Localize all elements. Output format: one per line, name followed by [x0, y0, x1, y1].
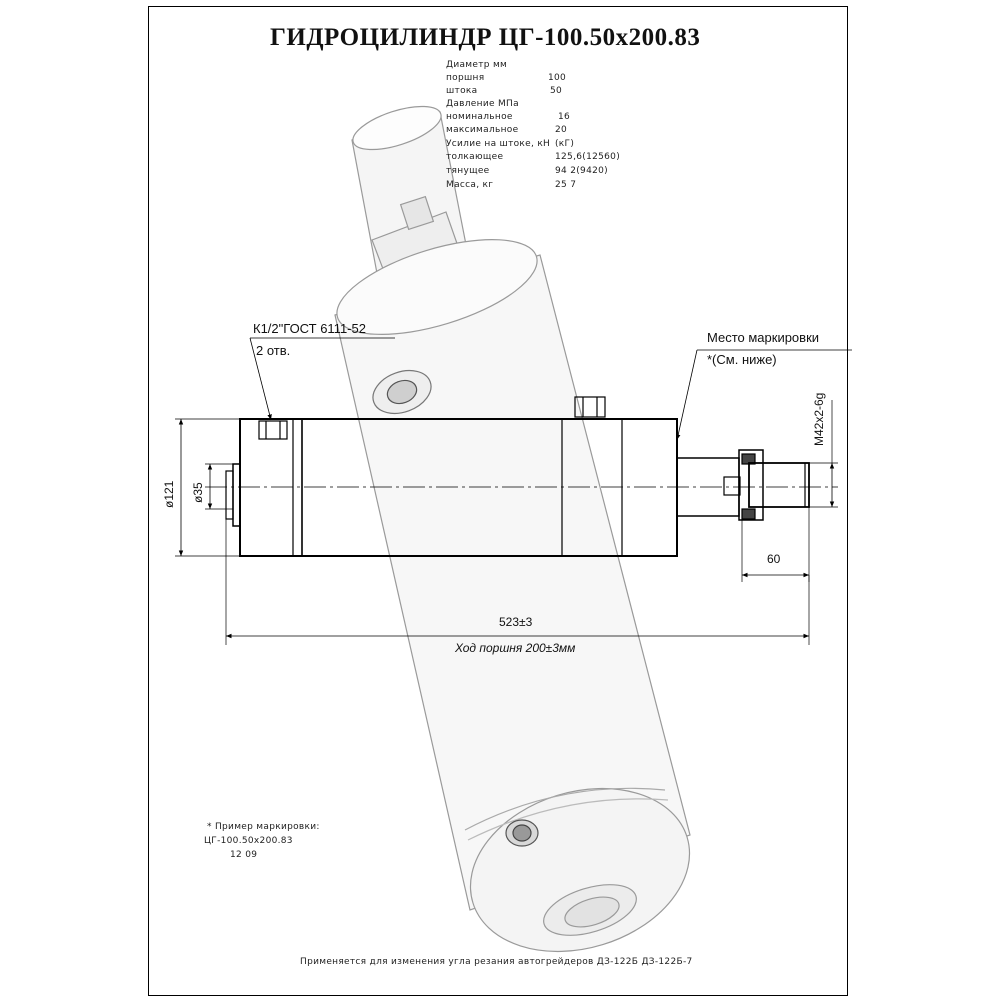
port-count-callout: 2 отв. [256, 343, 291, 358]
body-diameter-dimension: ø121 [162, 480, 176, 508]
spec-value: 94 2(9420) [555, 166, 608, 176]
spec-label: тянущее [446, 166, 490, 176]
application-note: Применяется для изменения угла резания а… [300, 957, 693, 967]
stroke-dimension: Ход поршня 200±3мм [455, 641, 576, 655]
marking-place-callout: Место маркировки [707, 330, 820, 345]
spec-label: Усилие на штоке, кН [446, 139, 551, 149]
spec-value: 50 [550, 86, 563, 96]
spec-value: 16 [558, 112, 571, 122]
spec-label: Диаметр мм [446, 60, 508, 70]
spec-label: номинальное [446, 112, 513, 122]
marking-example-heading: * Пример маркировки: [207, 822, 320, 832]
cylinder-2d-drawing [175, 337, 852, 645]
spec-value: 20 [555, 125, 568, 135]
rod-thread-dimension: М42х2-6g [812, 392, 826, 446]
drawing-title: ГИДРОЦИЛИНДР ЦГ-100.50х200.83 [270, 24, 701, 51]
port-thread-callout: К1/2"ГОСТ 6111-52 [253, 321, 366, 336]
cylinder-3d-render [334, 105, 691, 953]
marking-ref-callout: *(См. ниже) [707, 352, 777, 367]
overall-length-dimension: 523±3 [499, 615, 533, 629]
spec-value: 125,6(12560) [555, 152, 621, 162]
spec-value: 100 [548, 73, 567, 83]
spec-label: Масса, кг [446, 180, 494, 190]
spec-label: поршня [446, 73, 485, 83]
spec-value: (кГ) [555, 139, 575, 149]
marking-example-line: 12 09 [230, 850, 258, 860]
spec-label: штока [446, 86, 478, 96]
marking-example-line: ЦГ-100.50х200.83 [204, 836, 293, 846]
bore-diameter-dimension: ø35 [191, 482, 205, 503]
spec-label: максимальное [446, 125, 519, 135]
spec-label: толкающее [446, 152, 504, 162]
rod-end-length-dimension: 60 [767, 552, 781, 566]
spec-label: Давление МПа [446, 99, 519, 109]
spec-value: 25 7 [555, 180, 577, 190]
